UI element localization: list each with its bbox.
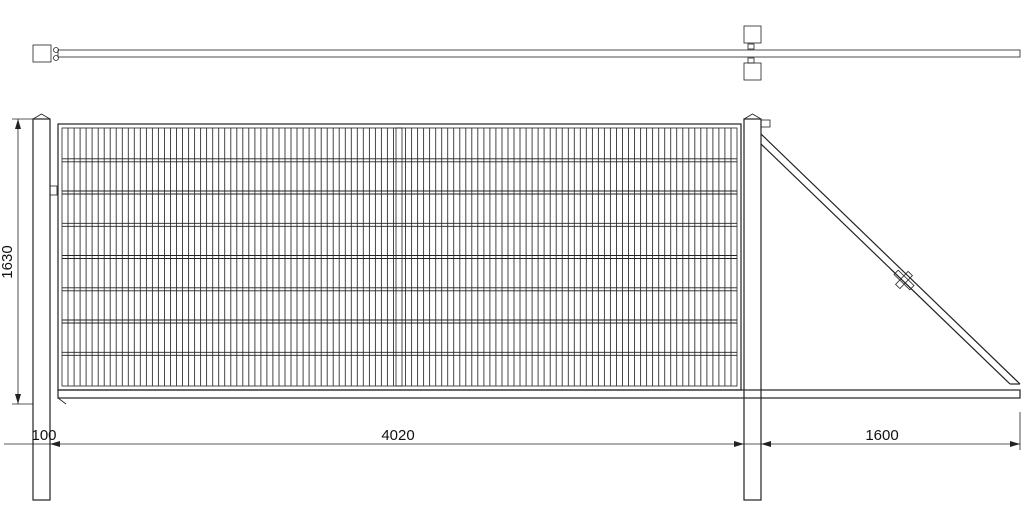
latch-bracket bbox=[49, 185, 58, 196]
height-arrow-bottom bbox=[15, 394, 21, 404]
gate-width-label: 4020 bbox=[381, 427, 414, 444]
dimension-lines: 1630 100 4020 1600 bbox=[0, 118, 1021, 450]
plan-left-post bbox=[32, 44, 52, 63]
left-post-body bbox=[32, 118, 51, 501]
right-post bbox=[743, 113, 771, 501]
bottom-guide-beam bbox=[57, 389, 1021, 399]
gate-frame-outer bbox=[57, 123, 742, 391]
right-post-body bbox=[743, 118, 762, 501]
post-width-label: 100 bbox=[31, 427, 56, 444]
tail-diagonal-brace-upper bbox=[760, 133, 1021, 385]
height-arrow-top bbox=[15, 119, 21, 129]
tail-diagonal-brace-lower bbox=[760, 143, 1011, 385]
brace-coupling bbox=[893, 269, 915, 291]
coupling-flange bbox=[895, 270, 913, 290]
gate-frame bbox=[57, 123, 742, 391]
plan-guide-post-top bbox=[743, 25, 762, 44]
tail-length-label: 1600 bbox=[865, 427, 898, 444]
tail-arrow-right bbox=[1010, 441, 1020, 447]
gate-arrow-right bbox=[734, 441, 744, 447]
left-post bbox=[32, 113, 58, 501]
mesh-panel bbox=[62, 128, 737, 386]
front-elevation bbox=[32, 113, 1021, 501]
tail-section bbox=[57, 133, 1021, 405]
gate-frame-inner bbox=[61, 127, 738, 387]
right-post-cap bbox=[743, 113, 762, 120]
plan-roller-bottom bbox=[747, 57, 755, 64]
plan-roller-top bbox=[747, 43, 755, 50]
height-label: 1630 bbox=[0, 245, 16, 278]
plan-view bbox=[32, 25, 1021, 81]
left-post-cap bbox=[32, 113, 51, 120]
plan-hinge-bottom bbox=[53, 55, 59, 61]
coupling-plate bbox=[893, 269, 915, 291]
plan-gate-rail bbox=[57, 49, 1021, 58]
tail-arrow-left bbox=[761, 441, 771, 447]
plan-guide-post-bottom bbox=[743, 62, 762, 81]
gate-arrow-left bbox=[50, 441, 60, 447]
beam-end-stop bbox=[57, 397, 67, 405]
center-upright bbox=[395, 127, 403, 387]
guide-roller bbox=[760, 119, 771, 128]
